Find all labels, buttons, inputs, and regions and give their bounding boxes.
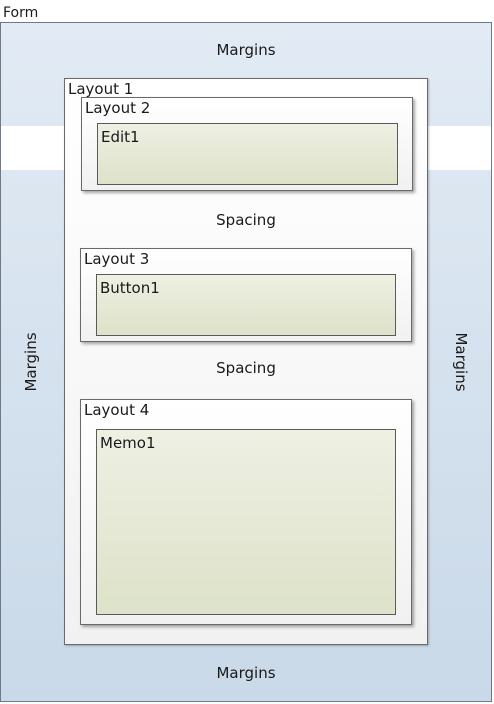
- layout-3-label: Layout 3: [84, 250, 150, 268]
- margin-label-bottom: Margins: [216, 664, 276, 682]
- memo1-control[interactable]: Memo1: [96, 429, 396, 615]
- edit1-control[interactable]: Edit1: [97, 123, 398, 185]
- memo1-label: Memo1: [100, 434, 156, 452]
- spacing-label-1: Spacing: [216, 211, 276, 229]
- spacing-label-2: Spacing: [216, 359, 276, 377]
- edit1-label: Edit1: [101, 128, 140, 146]
- layout-4-label: Layout 4: [84, 401, 150, 419]
- form-title: Form: [3, 5, 39, 21]
- margin-label-top: Margins: [216, 41, 276, 59]
- button1-label: Button1: [100, 279, 160, 297]
- layout-1-label: Layout 1: [68, 80, 134, 98]
- layout-2-label: Layout 2: [85, 99, 151, 117]
- button1-control[interactable]: Button1: [96, 274, 396, 336]
- margin-label-left: Margins: [22, 332, 40, 392]
- margin-label-right: Margins: [452, 332, 470, 392]
